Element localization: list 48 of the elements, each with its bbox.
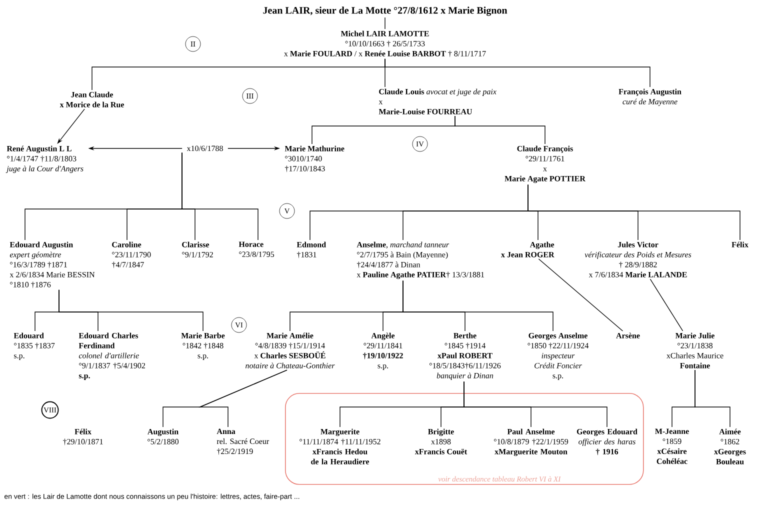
person-entry: Arsène <box>616 332 640 338</box>
person-entry: Jean LAIR, sieur de La Motte °27/8/1612 x Marie Bignon <box>263 6 508 16</box>
person-entry: Jean Claude x Morice de la Rue <box>60 92 124 108</box>
tree-line <box>58 290 204 332</box>
tree-line <box>384 58 650 88</box>
tree-line <box>538 258 624 332</box>
person-entry: Félix †29/10/1871 <box>63 428 103 446</box>
person-entry: Marguerite °11/11/1874 †11/11/1952 xFrancis Hedou de la Heraudiere <box>300 428 380 464</box>
person-entry: Anselme, marchand tanneur °2/7/1795 à Bain (Mayenne) †24/4/1877 à Dinan x Pauline Agathe PATIER† 13/3/1881 <box>356 242 484 280</box>
person-entry: Claude Louis avocat et juge de paix x Marie-Louise FOURREAU <box>378 88 496 114</box>
person-entry: Edmond †1831 <box>296 242 326 258</box>
tree-line <box>384 17 386 30</box>
tree-line <box>198 370 288 428</box>
person-entry: Edouard °1835 †1837 s.p. <box>14 332 55 360</box>
person-entry: Marie Barbe °1842 †1848 s.p. <box>181 332 225 360</box>
person-entry: Brigitte x1898 xFrancis Couët <box>414 428 468 454</box>
tree-line <box>650 278 684 332</box>
person-entry: M-Jeanne °1859 xCésaire Cohéléac <box>655 428 689 464</box>
person-entry: Georges Edouard officier des haras † 1916 <box>576 428 638 456</box>
person-entry: Anna rel. Sacré Coeur †25/2/1919 <box>216 428 270 455</box>
person-entry: Edouard Charles Ferdinand colonel d'artillerie °9/1/1837 †5/4/1902 s.p. <box>78 332 146 380</box>
tree-line <box>694 370 730 428</box>
person-entry: Georges Anselme °1850 †22/11/1924 inspecteur Crédit Foncier s.p. <box>528 332 589 380</box>
person-entry: Agathe x Jean ROGER <box>501 242 554 258</box>
person-entry: Marie Amélie °4/8/1839 †15/1/1914 x Charles SESBOÜÉ notaire à Chateau-Gonthier <box>246 332 335 368</box>
person-entry: René Augustin L L °1/4/1747 †11/8/1803 juge à la Cour d'Angers <box>6 146 84 173</box>
person-entry: Félix <box>732 242 748 248</box>
person-entry: Clarisse °9/1/1792 <box>182 242 213 258</box>
person-entry: Aimée °1862 xGeorges Bouleau <box>714 428 746 464</box>
person-entry: Michel LAIR LAMOTTE °10/10/1663 † 26/5/1733 x Marie FOULARD / x Renée Louise BARBOT † 8/11/1717 <box>284 30 486 58</box>
tree-line <box>402 280 554 332</box>
person-entry: Berthe °1845 †1914 xPaul ROBERT °18/5/1843†6/11/1926 banquier à Dinan <box>429 332 501 380</box>
tree-line <box>454 116 546 144</box>
person-entry: Edouard Augustin expert géomètre °16/3/1789 †1871 x 2/6/1834 Marie BESSIN °1810 †1876 <box>10 242 95 288</box>
person-entry: Angèle °29/11/1841 †19/10/1922 s.p. <box>362 332 403 370</box>
person-entry: Marie Julie °23/1/1838 xCharles Maurice Fontaine <box>666 332 724 368</box>
person-entry: Horace °23/8/1795 <box>238 242 274 257</box>
person-entry: Paul Anselme °10/8/1879 †22/1/1959 xMarguerite Mouton <box>494 428 568 456</box>
person-entry: François Augustin curé de Mayenne <box>618 88 682 106</box>
person-entry: Augustin °5/2/1880 <box>148 428 179 444</box>
tree-line <box>528 184 740 240</box>
tree-line <box>182 152 258 240</box>
person-entry: Marie Mathurine °3010/1740 †17/10/1843 <box>284 146 344 172</box>
person-entry: Jules Victor vérificateur des Poids et Mesures † 28/9/1882 x 7/6/1834 Marie LALANDE <box>584 242 692 278</box>
person-entry: Claude François °29/11/1761 x Marie Agate POTTIER <box>504 146 586 184</box>
tree-line <box>464 381 608 428</box>
person-entry: Caroline °23/11/1790 †4/7/1847 <box>112 242 151 268</box>
marriage-date: x10/6/1788 <box>186 146 223 152</box>
